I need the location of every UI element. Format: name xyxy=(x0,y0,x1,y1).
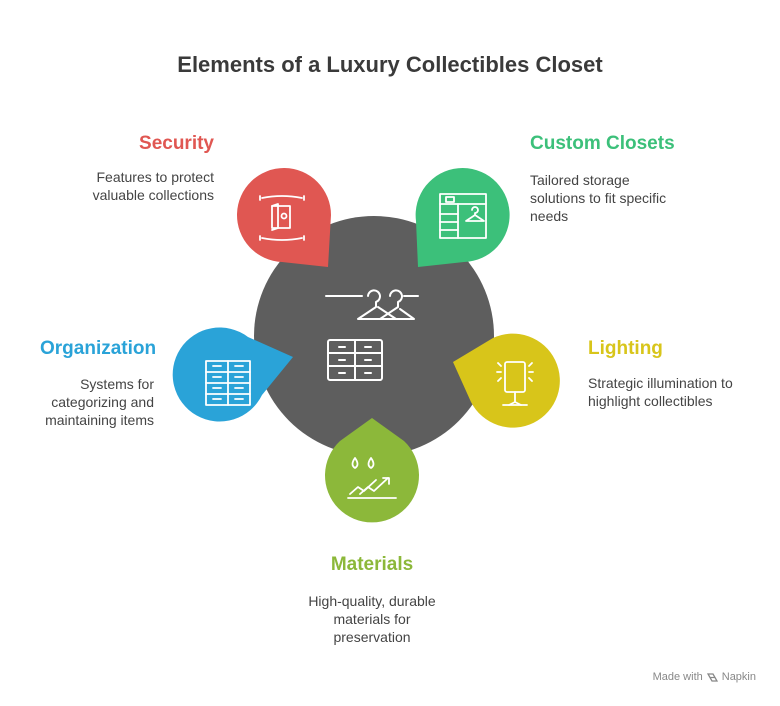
lighting-title: Lighting xyxy=(588,338,663,359)
lighting-description: Strategic illumination to highlight coll… xyxy=(588,374,773,410)
security-drop xyxy=(237,168,331,267)
custom-closets-description: Tailored storage solutions to fit specif… xyxy=(530,171,750,225)
organization-title: Organization xyxy=(40,338,157,359)
napkin-brand-text: Napkin xyxy=(721,671,756,683)
materials-drop xyxy=(324,418,419,523)
materials-description-line: materials for xyxy=(333,611,411,627)
lighting-description-line: highlight collectibles xyxy=(588,393,713,409)
security-title: Security xyxy=(139,133,214,154)
security-description: Features to protect valuable collections xyxy=(40,168,214,204)
materials-description-line: High-quality, durable xyxy=(308,593,436,609)
custom-closets-description-line: needs xyxy=(530,208,569,224)
safe-icon xyxy=(259,195,305,241)
custom-closets-title: Custom Closets xyxy=(530,133,675,154)
organization-drop xyxy=(172,327,293,422)
custom-closets-description-line: Tailored storage xyxy=(530,172,630,188)
wardrobe-icon xyxy=(439,193,487,239)
diagram-title: Elements of a Luxury Collectibles Closet xyxy=(177,52,603,77)
materials-description: High-quality, durable materials for pres… xyxy=(272,592,472,646)
materials-title: Materials xyxy=(330,554,414,575)
water-drops-growth-icon xyxy=(347,457,397,499)
organization-description-line: maintaining items xyxy=(45,412,154,428)
custom-closets-description-line: solutions to fit specific xyxy=(530,190,667,206)
organization-description-line: Systems for xyxy=(80,376,154,392)
cabinet-drawers-icon xyxy=(205,360,251,406)
made-with-text: Made with xyxy=(652,671,703,683)
closet-hangers-dresser-icon xyxy=(325,289,419,381)
lighting-drop xyxy=(453,333,560,428)
security-description-line: Features to protect xyxy=(96,169,214,185)
footer-attribution: Made with Napkin xyxy=(653,671,756,683)
security-description-line: valuable collections xyxy=(92,187,214,203)
organization-description-line: categorizing and xyxy=(51,394,154,410)
organization-description: Systems for categorizing and maintaining… xyxy=(20,375,154,429)
napkin-logo-icon xyxy=(706,672,718,682)
materials-description-line: preservation xyxy=(333,629,411,645)
lighting-description-line: Strategic illumination to xyxy=(588,375,733,391)
lamp-icon xyxy=(496,361,534,406)
custom-closets-drop xyxy=(415,168,510,267)
center-circle xyxy=(254,216,494,456)
